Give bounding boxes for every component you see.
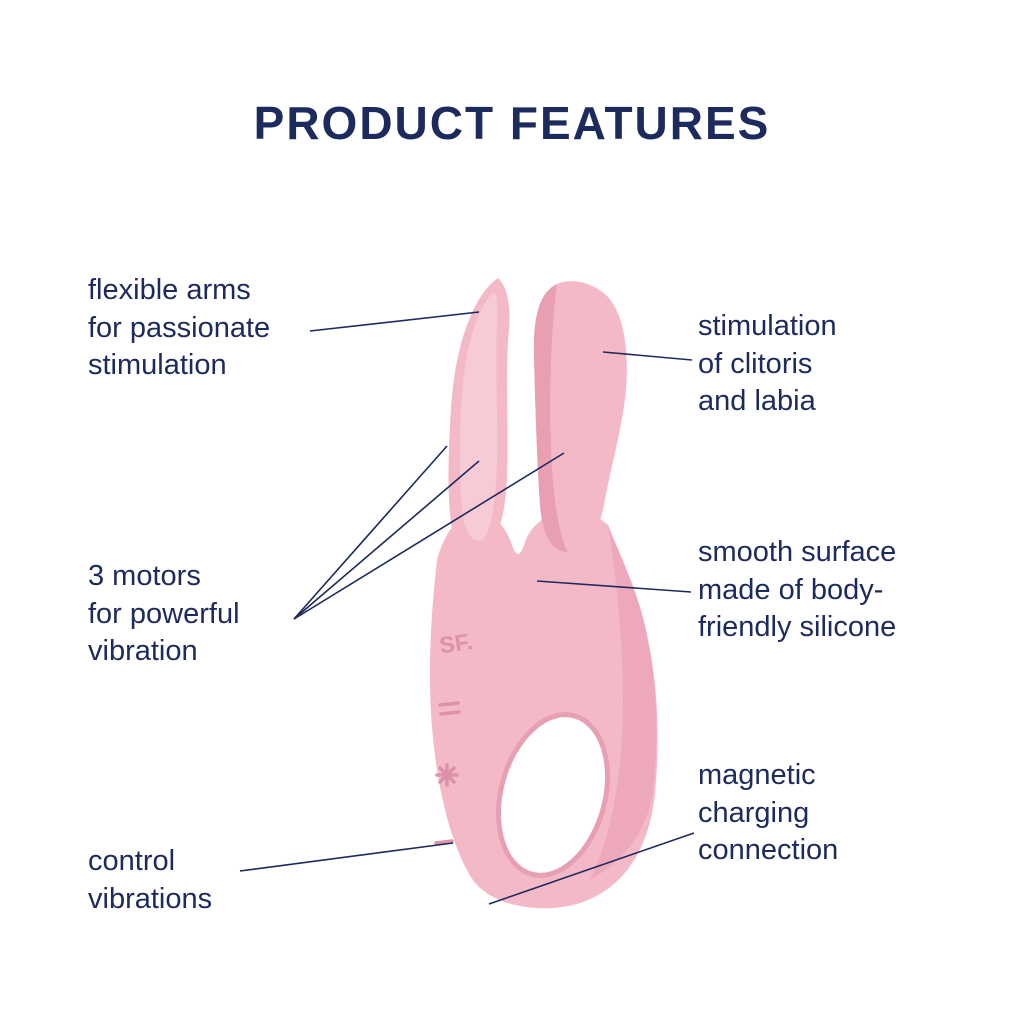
device-right-arm (533, 281, 627, 552)
connector-motors-1 (293, 445, 448, 620)
connector-control (239, 842, 454, 872)
device-body-shade (590, 525, 657, 880)
page-title: PRODUCT FEATURES (253, 97, 771, 149)
connector-motors-2 (293, 460, 480, 620)
device-left-arm-highlight (459, 292, 498, 541)
connector-stimulation (602, 351, 693, 361)
label-flexible-arms: flexible arms for passionate stimulation (88, 274, 271, 382)
charging-hole (495, 712, 611, 878)
connector-motors-3 (293, 452, 565, 620)
equals-icon (438, 701, 461, 716)
connector-magnetic (488, 832, 695, 905)
label-control: control vibrations (88, 845, 213, 915)
connector-smooth-surface (536, 580, 692, 593)
label-stimulation: stimulation of clitoris and labia (698, 310, 837, 418)
label-magnetic: magnetic charging connection (698, 759, 839, 867)
sf-logo-icon: SF. (438, 628, 475, 658)
device-right-arm-shade (533, 284, 568, 552)
connector-flexible-arms (309, 311, 480, 332)
plus-icon (434, 839, 454, 845)
label-smooth-surface: smooth surface made of body- friendly si… (698, 536, 897, 644)
sparkle-icon (435, 763, 459, 787)
label-motors: 3 motors for powerful vibration (88, 560, 240, 668)
